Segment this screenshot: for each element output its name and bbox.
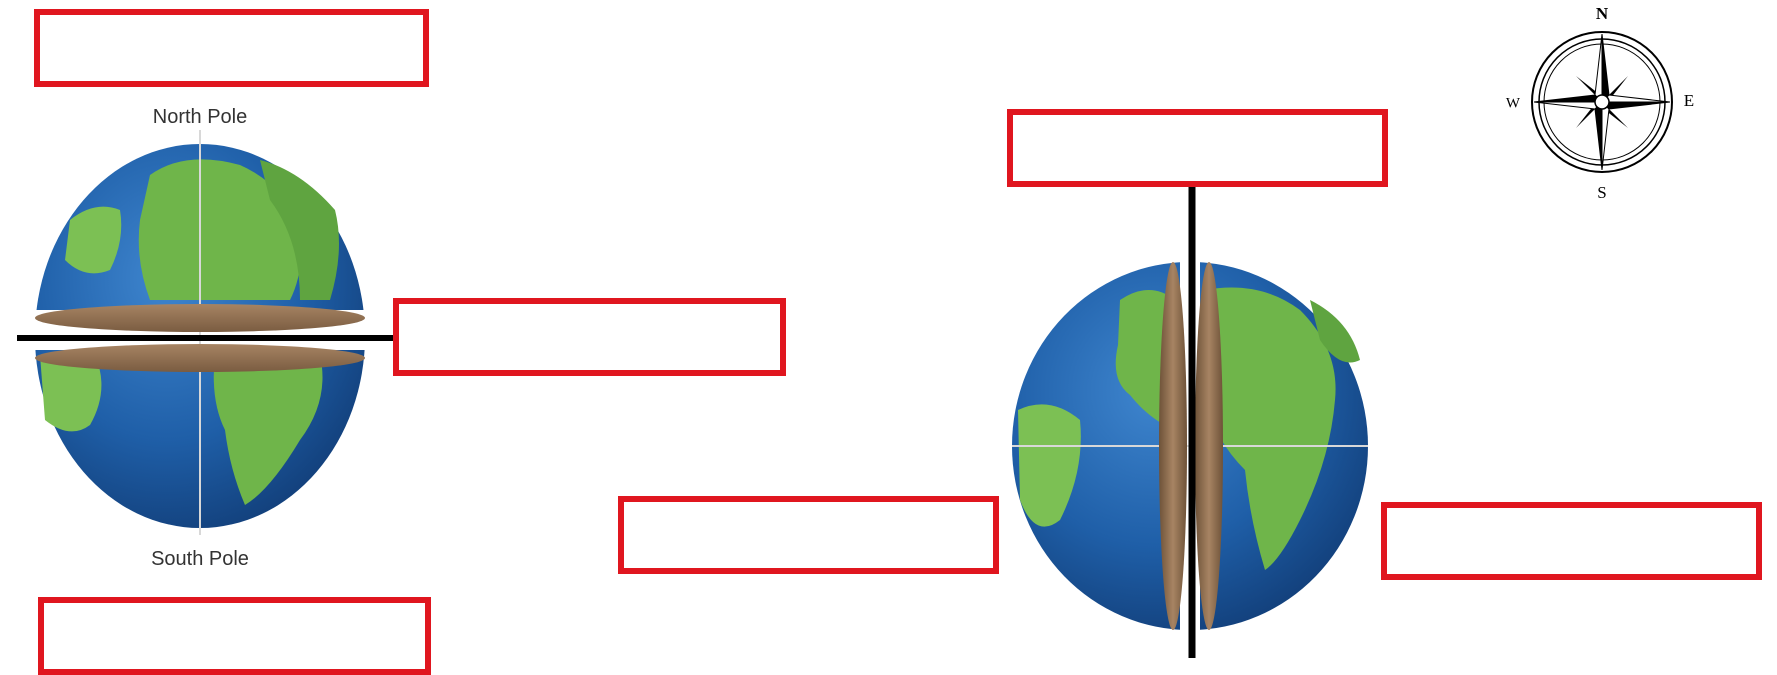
- blank-label-box-1[interactable]: [34, 9, 429, 87]
- blank-label-box-east[interactable]: [1381, 502, 1762, 580]
- compass-south-label: S: [1597, 183, 1606, 202]
- north-pole-label: North Pole: [153, 106, 248, 128]
- blank-label-box-equator[interactable]: [393, 298, 786, 376]
- globe-horizontal-split: North Pole South Pole: [17, 106, 394, 570]
- compass-rose: N S E W: [1506, 4, 1694, 202]
- blank-label-box-west[interactable]: [618, 496, 999, 574]
- blank-label-box-3[interactable]: [38, 597, 431, 675]
- blank-label-box-meridian[interactable]: [1007, 109, 1388, 187]
- compass-west-label: W: [1506, 95, 1521, 111]
- globe-vertical-split: [1012, 185, 1368, 658]
- compass-north-label: N: [1596, 4, 1609, 23]
- compass-east-label: E: [1684, 91, 1694, 110]
- south-pole-label: South Pole: [151, 548, 249, 570]
